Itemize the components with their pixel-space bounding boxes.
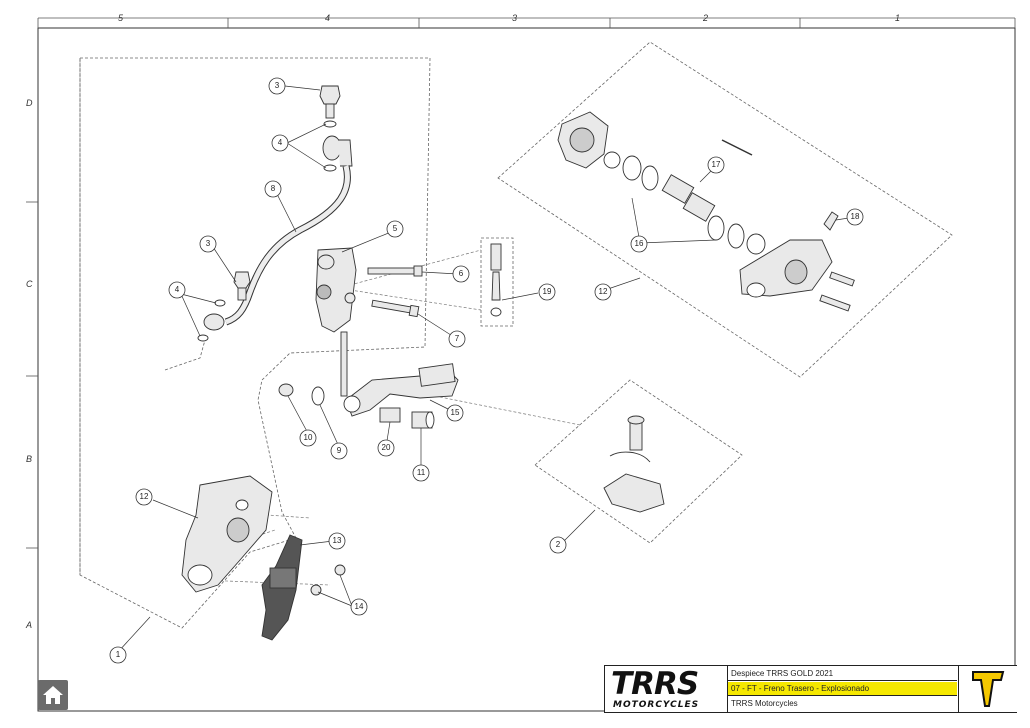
callout-number: 13 <box>332 536 342 545</box>
column-label: 5 <box>118 13 124 23</box>
leader-lines <box>117 85 856 653</box>
drawing-title: 07 - FT - Freno Trasero - Explosionado <box>728 682 957 696</box>
callout-number: 2 <box>555 540 561 549</box>
callout-number: 12 <box>139 492 149 501</box>
callout-circle <box>446 404 464 422</box>
callout-circle <box>630 235 648 253</box>
company-name: TRRS Motorcycles <box>731 699 798 708</box>
callout-number: 8 <box>270 184 276 193</box>
callout-number: 3 <box>274 81 280 90</box>
callout-number: 19 <box>542 287 552 296</box>
row-label: B <box>26 454 33 464</box>
callout-circle <box>377 439 395 457</box>
callout-circle <box>271 134 289 152</box>
callout-number: 4 <box>277 138 283 147</box>
home-icon <box>43 686 63 704</box>
callout-circle <box>135 488 153 506</box>
column-label: 3 <box>512 13 518 23</box>
document-title: Despiece TRRS GOLD 2021 <box>728 667 957 681</box>
logo-text: TRRS <box>611 666 699 702</box>
callout-circle <box>549 536 567 554</box>
callout-number: 18 <box>850 212 860 221</box>
parts-drawing <box>181 85 855 641</box>
callout-circle <box>299 429 317 447</box>
callout-number: 16 <box>634 239 644 248</box>
callout-circles <box>109 77 864 664</box>
title-block: TRRS MOTORCYCLES Despiece TRRS GOLD 2021… <box>604 665 1017 713</box>
column-label: 1 <box>895 13 901 23</box>
callout-circle <box>330 442 348 460</box>
callout-number: 10 <box>303 433 313 442</box>
callout-circle <box>328 532 346 550</box>
row-ticks <box>26 201 38 549</box>
column-label: 2 <box>703 13 709 23</box>
home-button[interactable] <box>38 680 68 710</box>
callout-number: 5 <box>392 224 398 233</box>
callout-circle <box>350 598 368 616</box>
callout-circle <box>264 180 282 198</box>
callout-circle <box>268 77 286 95</box>
row-label: D <box>26 98 33 108</box>
row-label: A <box>26 620 33 630</box>
callout-circle <box>538 283 556 301</box>
callout-number: 11 <box>416 468 426 477</box>
callout-circle <box>199 235 217 253</box>
callout-number: 3 <box>205 239 211 248</box>
group-2-outline <box>534 379 743 544</box>
callout-circle <box>109 646 127 664</box>
callout-number: 12 <box>598 287 608 296</box>
callout-number: 6 <box>458 269 464 278</box>
callout-number: 20 <box>381 443 391 452</box>
callout-number: 7 <box>454 334 460 343</box>
brand-logo: TRRS MOTORCYCLES <box>605 666 728 712</box>
callout-circle <box>707 156 725 174</box>
column-label: 4 <box>325 13 331 23</box>
callout-number: 9 <box>336 446 342 455</box>
row-label: C <box>26 279 33 289</box>
callout-number: 14 <box>354 602 364 611</box>
callout-circle <box>448 330 466 348</box>
callout-number: 4 <box>174 285 180 294</box>
callout-circle <box>846 208 864 226</box>
callout-circle <box>168 281 186 299</box>
group-1-outline <box>79 57 431 629</box>
callout-circle <box>452 265 470 283</box>
brand-mark-icon <box>958 666 1017 712</box>
callout-circle <box>386 220 404 238</box>
callout-number: 17 <box>711 160 721 169</box>
group-12-outline <box>497 41 953 378</box>
callout-number: 1 <box>115 650 121 659</box>
callout-circle <box>412 464 430 482</box>
column-ticks <box>37 17 1016 28</box>
callout-circle <box>594 283 612 301</box>
callout-number: 15 <box>450 408 460 417</box>
logo-subtext: MOTORCYCLES <box>613 700 700 710</box>
group-19-outline <box>480 237 514 327</box>
